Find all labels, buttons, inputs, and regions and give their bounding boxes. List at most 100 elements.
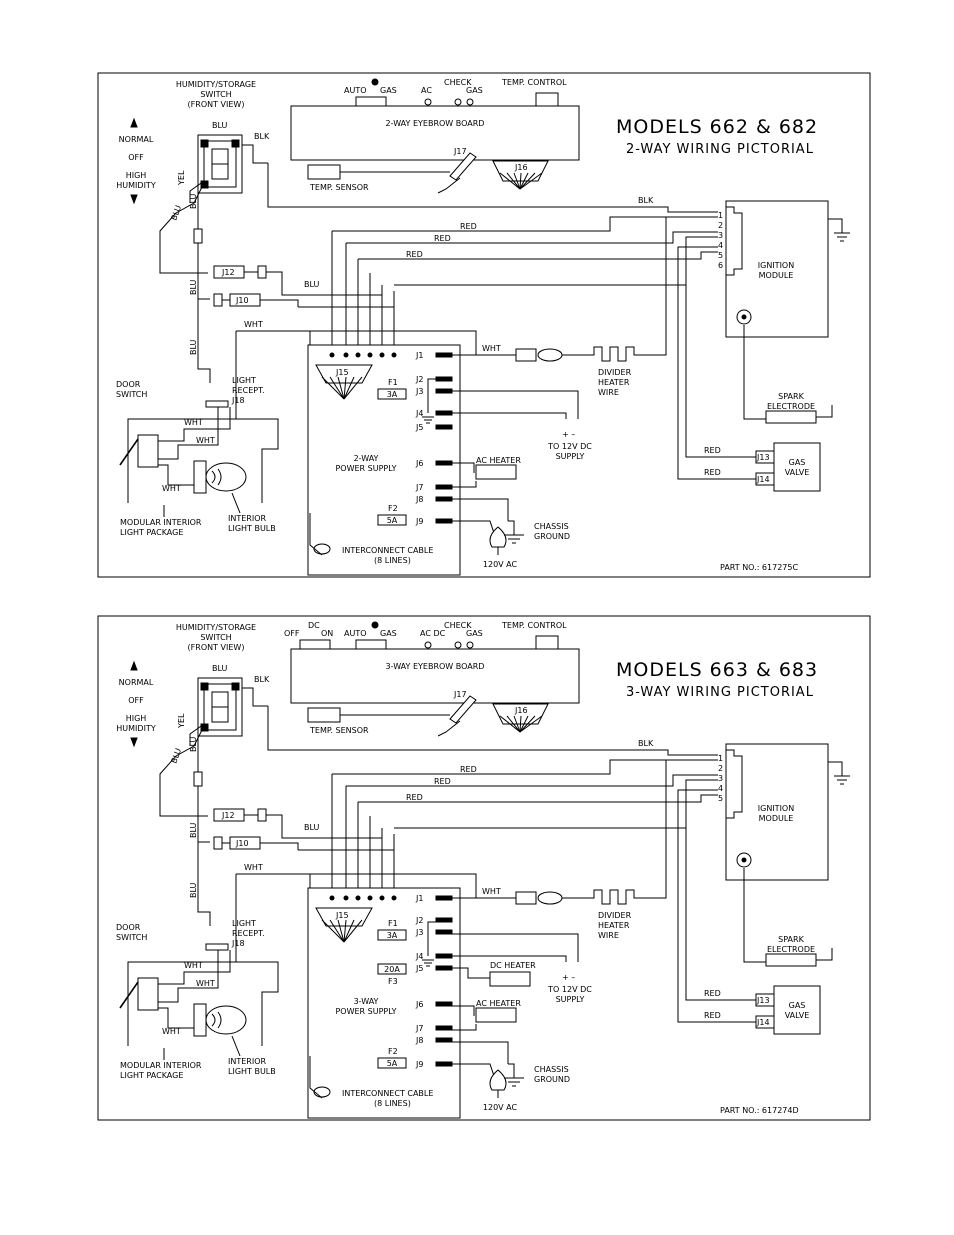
switch-off-label: OFF	[128, 153, 144, 162]
spark-terminal-center	[741, 857, 747, 863]
dc-negative-wire	[452, 955, 567, 962]
divider-connector	[537, 891, 563, 905]
wht-door-label: WHT	[184, 961, 203, 970]
dc-heater	[489, 971, 531, 987]
wht-door-label-2: WHT	[196, 979, 215, 988]
interior-bulb-label-1: INTERIOR	[228, 1057, 267, 1066]
red-to-j14	[677, 246, 756, 480]
j14-label: J14	[756, 475, 770, 484]
bulb-filament	[211, 1011, 222, 1029]
dc-supply-label-2: SUPPLY	[556, 452, 585, 461]
auto-label: AUTO	[344, 86, 367, 95]
red-label-3: RED	[406, 793, 423, 802]
indicator-dot	[371, 78, 379, 86]
fuse-f1	[377, 388, 407, 400]
terminal-j2: J2	[415, 375, 423, 384]
mode-switch	[355, 96, 387, 107]
models-title: MODELS 663 & 683	[616, 659, 818, 681]
wht-top-label: WHT	[244, 320, 263, 329]
blu-to-light	[197, 842, 211, 926]
ignition-label-1: IGNITION	[758, 804, 794, 813]
check-lamp	[454, 641, 462, 649]
ac-lamp	[424, 641, 432, 649]
harness-pin	[391, 895, 397, 901]
terminal-j1: J1	[415, 894, 423, 903]
j16-connector	[492, 160, 549, 182]
temp-control-label: TEMP. CONTROL	[501, 621, 567, 630]
switch-normal-label: NORMAL	[119, 135, 154, 144]
gas-valve-label-1: GAS	[789, 458, 806, 467]
j16-fan-wire	[499, 715, 521, 733]
spark-tip	[816, 948, 833, 961]
power-supply-label-2: POWER SUPPLY	[335, 1007, 396, 1016]
j15-fan-wire	[343, 376, 347, 400]
j8-wire	[452, 498, 509, 521]
j10-out	[260, 842, 299, 850]
fuse-f1-name: F1	[388, 378, 398, 387]
temp-sensor	[307, 164, 341, 180]
wht-divider-label: WHT	[482, 887, 501, 896]
yel-wire	[189, 723, 205, 746]
door-switch-plunger	[119, 438, 139, 466]
j15-fan-wire	[343, 919, 363, 943]
modular-light-label-1: MODULAR INTERIOR	[120, 518, 202, 527]
fuse-f3	[377, 963, 407, 975]
j15-label: J15	[335, 911, 349, 920]
spark-electrode	[765, 410, 817, 424]
door-switch	[137, 434, 159, 468]
ac-supply-label: 120V AC	[483, 560, 518, 569]
light-recept-label-3: J18	[231, 396, 245, 405]
fuse-f2-rating: 5A	[387, 516, 398, 525]
switch-title-1: HUMIDITY/STORAGE	[176, 623, 256, 632]
j2-j3-link	[427, 921, 452, 956]
j17-probe	[449, 695, 477, 724]
ac-heater-label: AC HEATER	[476, 456, 521, 465]
switch-off-label: OFF	[128, 696, 144, 705]
wht-wire-top	[236, 873, 477, 898]
j17-lead	[437, 720, 461, 737]
terminal-j4-tab	[435, 953, 453, 959]
terminal-j4: J4	[415, 952, 423, 961]
red-wire-3	[358, 251, 718, 260]
fuse-f2	[377, 514, 407, 526]
wht-wire-top	[236, 330, 477, 355]
switch-title-3: (FRONT VIEW)	[188, 643, 245, 652]
wht-bulb-wire	[158, 1007, 194, 1029]
dc-heater-wire	[452, 967, 490, 979]
yel-wire	[189, 180, 205, 203]
fuse-f2-name: F2	[388, 1047, 398, 1056]
terminal-j7-tab	[435, 1025, 453, 1031]
dc-supply-label-1: TO 12V DC	[547, 985, 592, 994]
chassis-label-2: GROUND	[534, 1075, 570, 1084]
light-recept-label-1: LIGHT	[232, 376, 256, 385]
inline-connector	[193, 771, 203, 787]
divider-heater-wire	[562, 216, 718, 362]
ignition-ground-lead	[828, 761, 843, 776]
j16-fan-wire	[506, 172, 521, 190]
ac-lamp	[424, 98, 432, 106]
dc-positive-wire	[452, 390, 579, 419]
interior-bulb-label-2: LIGHT BULB	[228, 524, 276, 533]
j10-label: J10	[235, 296, 249, 305]
gas-valve	[773, 442, 821, 492]
terminal-j5: J5	[415, 964, 423, 973]
j16-fan-wire	[519, 715, 536, 733]
j10-out	[260, 299, 299, 307]
wht-bulb-wire	[158, 464, 194, 486]
harness-pin	[367, 895, 373, 901]
terminal-j2: J2	[415, 916, 423, 925]
dc-supply-label-2: SUPPLY	[556, 995, 585, 1004]
divider-plug	[515, 348, 537, 362]
switch-blk-label: BLK	[254, 132, 270, 141]
terminal-j9: J9	[415, 1060, 423, 1069]
red-wire-2	[346, 231, 718, 244]
light-recept-label-3: J18	[231, 939, 245, 948]
blu-label-vertical: BLU	[189, 736, 198, 752]
eyebrow-board-label: 3-WAY EYEBROW BOARD	[386, 662, 485, 671]
red-label-2: RED	[434, 234, 451, 243]
terminal-j7: J7	[415, 1024, 423, 1033]
switch-blk-label: BLK	[254, 675, 270, 684]
terminal-j9-tab	[435, 518, 453, 524]
terminal-j1-tab	[435, 895, 453, 901]
j17-probe	[449, 152, 477, 181]
